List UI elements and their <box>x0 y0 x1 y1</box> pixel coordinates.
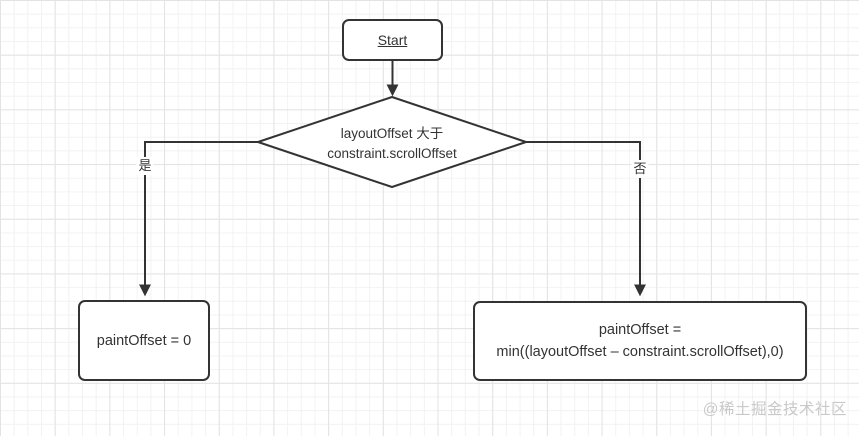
start-node: Start <box>342 19 443 61</box>
connector-decision-to-left-box <box>139 141 258 297</box>
decision-diamond-shape <box>257 96 527 188</box>
decision-label-line1: layoutOffset 大于 <box>340 126 444 141</box>
start-label: Start <box>377 32 408 48</box>
watermark: @稀土掘金技术社区 <box>702 401 847 418</box>
yes-branch-label: 是 <box>136 157 154 175</box>
paint-offset-min-line1: paintOffset = <box>598 321 682 338</box>
paint-offset-zero-node: paintOffset = 0 <box>78 300 210 381</box>
paint-offset-min-line2: min((layoutOffset – constraint.scrollOff… <box>496 344 784 360</box>
paint-offset-min-node: paintOffset = min((layoutOffset – constr… <box>473 301 807 381</box>
paint-offset-zero-label: paintOffset = 0 <box>96 332 192 349</box>
no-branch-label: 否 <box>631 160 649 178</box>
connector-decision-to-right-box <box>526 141 646 297</box>
decision-label-line2: constraint.scrollOffset <box>327 145 457 161</box>
decision-label: layoutOffset 大于 constraint.scrollOffset <box>272 124 512 163</box>
